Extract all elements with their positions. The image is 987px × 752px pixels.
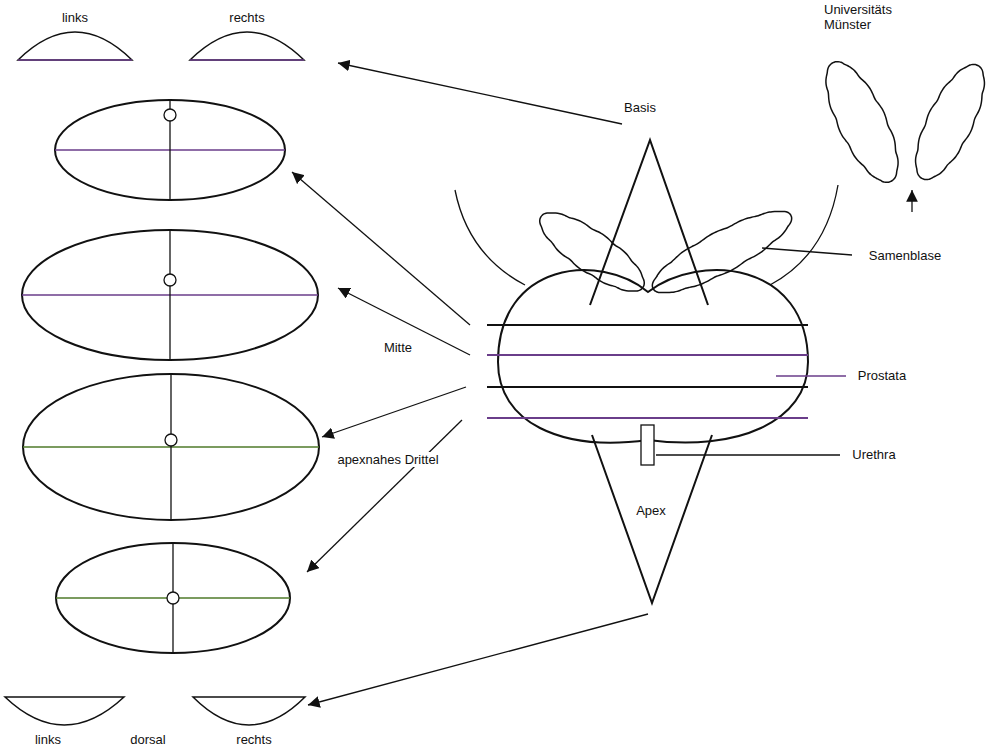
section-arrow — [292, 172, 470, 325]
basis-cap — [18, 32, 132, 60]
cap-line — [190, 59, 304, 61]
part-label: links — [60, 10, 90, 25]
part-label: rechts — [234, 732, 273, 747]
prostate-slice — [56, 543, 290, 653]
cut-plane — [487, 354, 808, 356]
urethra-lumen — [164, 274, 176, 286]
leader-line — [762, 248, 852, 255]
leader-line — [656, 454, 840, 455]
prostate-slice — [22, 230, 318, 360]
urethra-lumen — [165, 434, 177, 446]
section-arrow — [322, 387, 466, 437]
part-label: Prostata — [856, 368, 908, 383]
section-arrow — [911, 190, 912, 212]
part-label: Urethra — [850, 447, 897, 462]
apex-cap — [193, 697, 305, 725]
cut-plane — [487, 386, 808, 388]
section-arrow — [308, 614, 648, 705]
prostate-slice — [23, 374, 319, 520]
basis-wedge — [590, 140, 708, 305]
part-label: dorsal — [128, 732, 167, 747]
part-label: Apex — [634, 503, 668, 518]
cut-plane — [487, 417, 808, 419]
section-arrow — [338, 288, 470, 355]
seminal-vesicle — [826, 62, 898, 183]
watermark: Universitäts Münster — [822, 2, 926, 32]
seminal-vesicle — [916, 64, 985, 179]
prostate-slice — [55, 100, 285, 200]
urethra-segment — [641, 425, 654, 465]
cut-plane — [487, 324, 808, 326]
leader-line — [776, 375, 846, 376]
prostate-outline — [498, 270, 808, 443]
slice-axis — [169, 230, 170, 360]
section-arrow — [338, 63, 622, 124]
part-label: rechts — [227, 10, 266, 25]
part-label: apexnahes Drittel — [335, 452, 440, 467]
urethra-lumen — [167, 592, 179, 604]
part-label: Mitte — [382, 340, 414, 355]
cap-line — [18, 59, 132, 61]
basis-cap — [190, 32, 304, 60]
part-label: Basis — [622, 100, 658, 115]
bladder-arc — [455, 190, 525, 285]
apex-cap — [5, 697, 124, 725]
slice-axis — [170, 374, 171, 520]
bladder-arc — [770, 185, 838, 285]
seminal-vesicle — [652, 211, 791, 292]
urethra-lumen — [164, 109, 176, 121]
part-label: links — [33, 732, 63, 747]
section-arrow — [307, 420, 462, 572]
part-label: Samenblase — [867, 248, 943, 263]
